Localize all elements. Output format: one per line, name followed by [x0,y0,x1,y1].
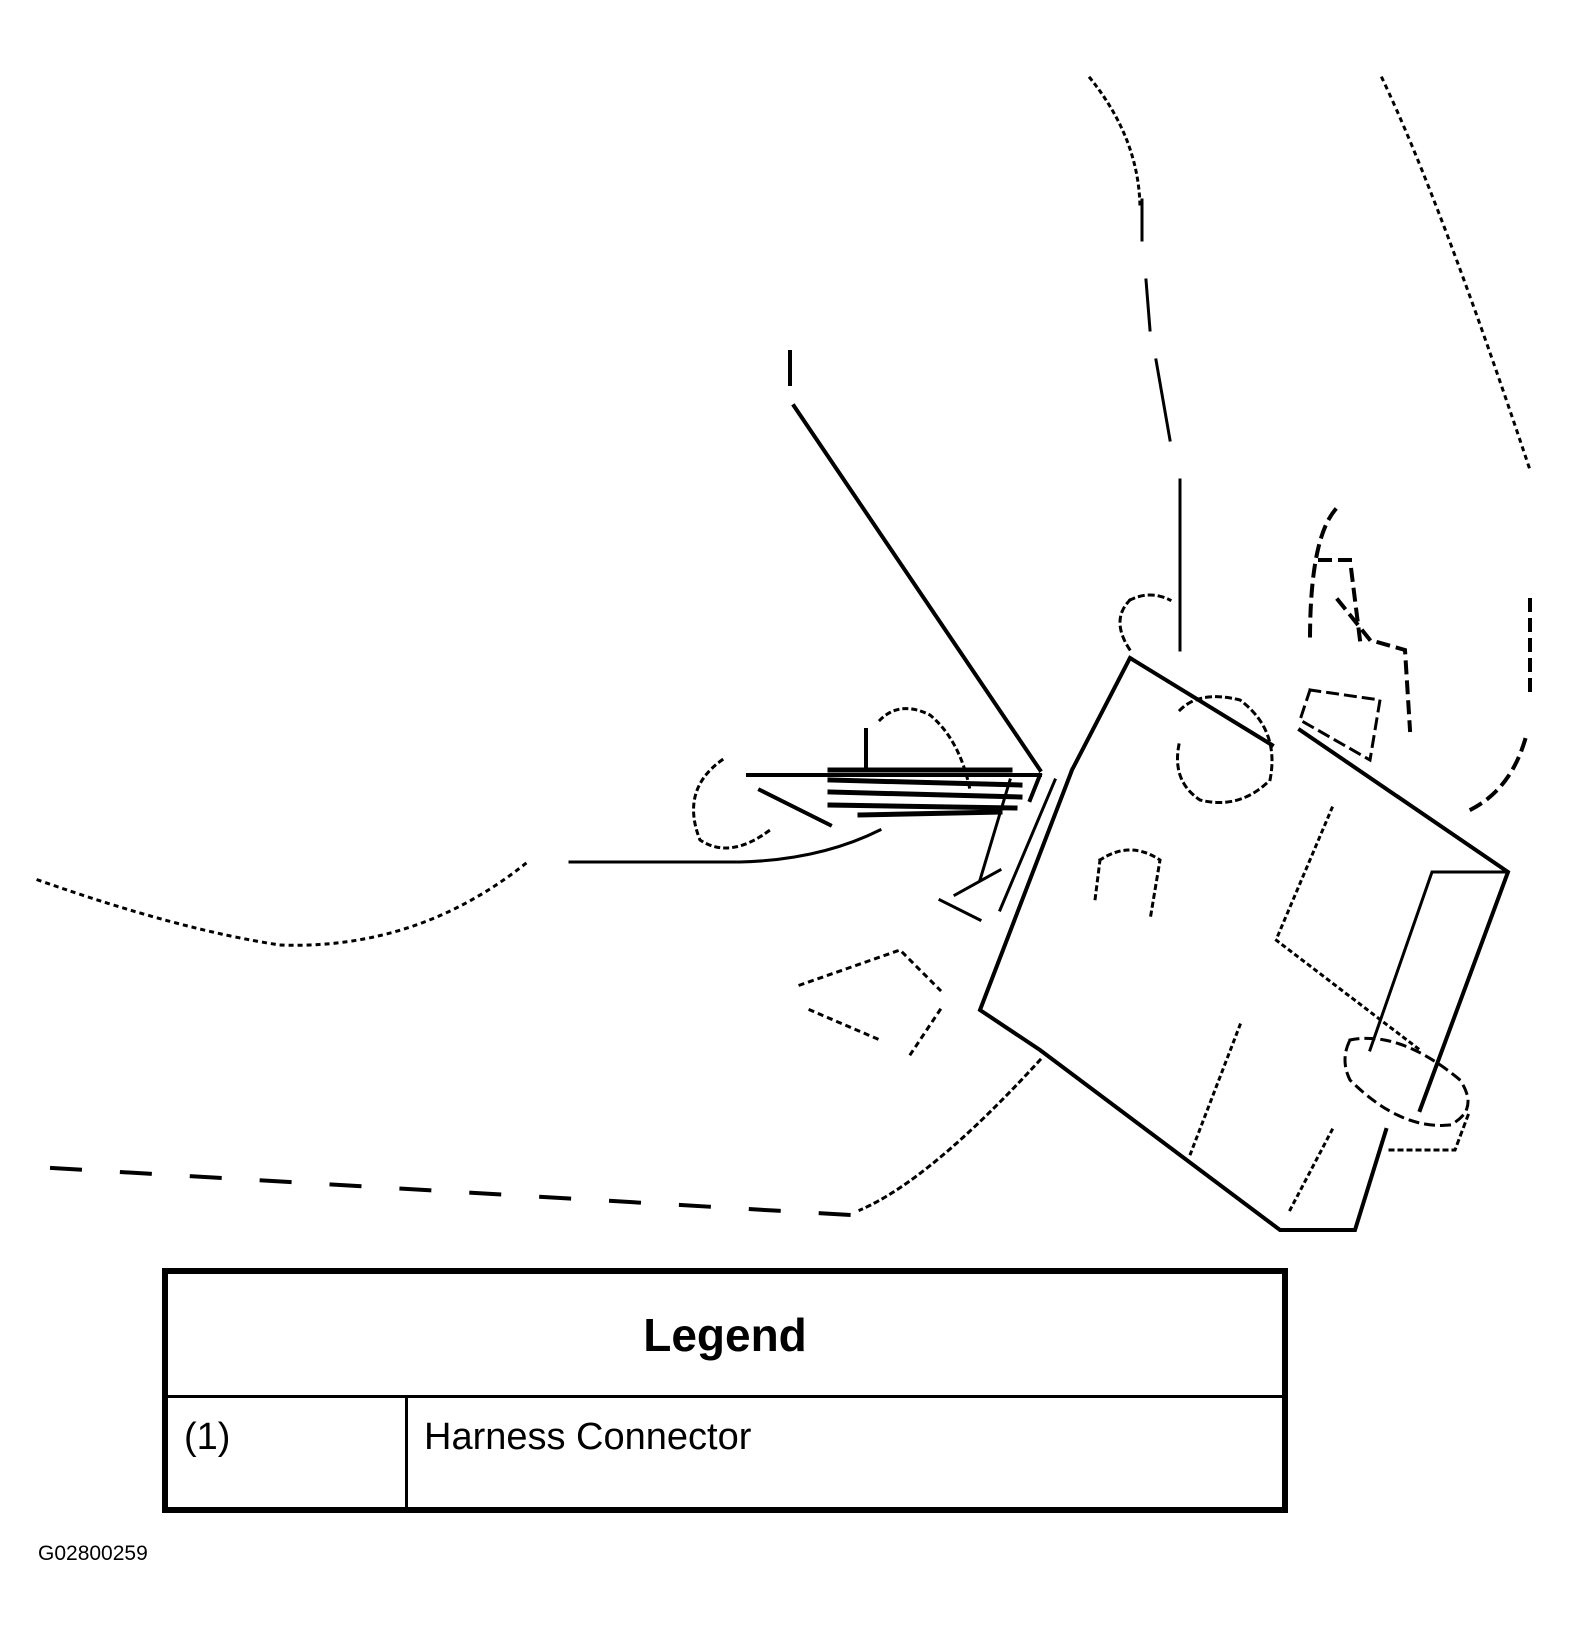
bracket-slot [1343,1036,1470,1127]
left-solid-surface [568,827,883,864]
bracket-dashed [1307,507,1532,813]
module-inner-dotted [1188,806,1423,1213]
lower-dotted-curve [858,1057,1043,1212]
connector-pins [827,767,1023,818]
legend-table: Legend (1) Harness Connector [162,1268,1288,1513]
upper-dashed-contour [1140,198,1172,442]
module-dotted-cap [1118,593,1173,653]
module-edge [1368,870,1510,1052]
legend-row: (1) Harness Connector [168,1398,1282,1507]
flange-link [937,867,1003,923]
connector-tab [746,772,1043,828]
module-dotted-window [1093,848,1162,922]
component-illustration [36,75,1532,1232]
connector-dotted-hood [877,707,972,792]
flange-dotted [798,948,943,1058]
right-dotted-contour [1380,76,1532,472]
support-line [788,350,1043,773]
module-round-dotted [1176,695,1274,804]
upper-dotted-contour [1087,75,1142,212]
figure-id: G02800259 [38,1542,148,1565]
left-dotted-surface [36,857,533,947]
connector-dotted-loop [692,757,773,850]
module-body [977,655,1511,1232]
legend-item-label: Harness Connector [424,1416,752,1458]
bottom-dashed-surface [49,1165,853,1218]
bracket-slot-dotted [1388,1108,1472,1152]
bracket-outline [1298,688,1382,763]
legend-title: Legend [168,1274,1282,1398]
legend-item-key: (1) [168,1398,408,1507]
